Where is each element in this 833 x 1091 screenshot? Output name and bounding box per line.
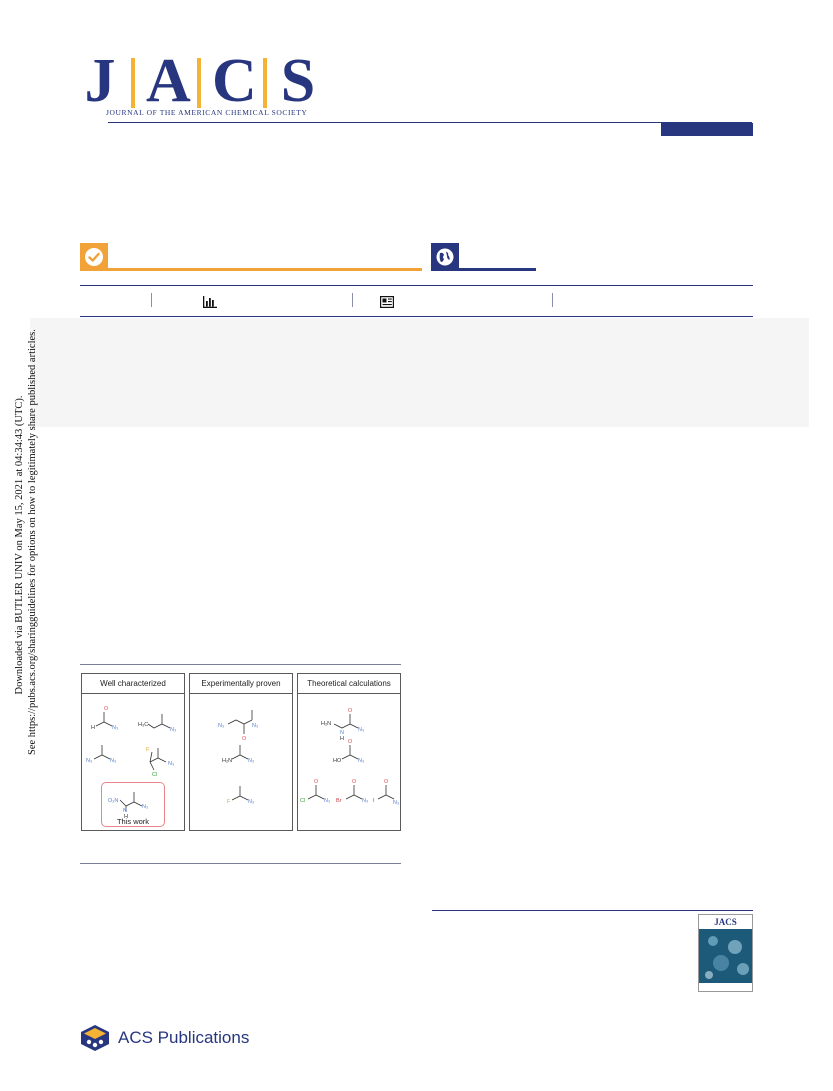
atom-label: N₃ <box>170 727 176 733</box>
atom-label: N₃ <box>324 798 330 804</box>
journal-subtitle: JOURNAL OF THE AMERICAN CHEMICAL SOCIETY <box>106 108 308 117</box>
cover-artwork <box>699 929 752 985</box>
atom-label: N₃ <box>358 758 364 764</box>
logo-divider <box>197 58 201 108</box>
atom-label: N₃ <box>112 725 118 731</box>
metrics-separator <box>151 293 152 307</box>
atom-label: O <box>242 736 247 742</box>
atom-label: N₃ <box>218 723 224 729</box>
cover-title: JACS <box>699 915 752 929</box>
molecule-structures: N₃ N₃ O H₂N N₃ F N₃ <box>218 710 258 805</box>
metrics-bar-bottom-rule <box>80 316 753 317</box>
metrics-separator <box>552 293 553 307</box>
cover-footer <box>699 983 752 991</box>
molecule-structures: O H N₃ H₃C N₃ N₃ N₃ F Cl N₃ O₂N N N₃ H <box>86 706 176 820</box>
logo-divider <box>131 58 135 108</box>
download-notice-line-1: Downloaded via BUTLER UNIV on May 15, 20… <box>14 395 25 695</box>
journal-logo: J A C S JOURNAL OF THE AMERICAN CHEMICAL… <box>80 47 316 120</box>
atom-label: Cl <box>300 798 305 804</box>
atom-label: H₂N <box>222 758 232 764</box>
atom-label: Br <box>336 798 342 804</box>
atom-label: H <box>340 736 344 742</box>
atom-label: N₃ <box>393 800 399 806</box>
metrics-bar-top-rule <box>80 285 753 286</box>
article-type-tab <box>661 123 753 136</box>
logo-letter-j: J <box>84 47 116 115</box>
article-icon[interactable] <box>380 296 394 308</box>
metrics-separator <box>352 293 353 307</box>
figure-panel-title: Well characterized <box>82 674 184 694</box>
atom-label: H₂N <box>321 721 331 727</box>
toc-rule <box>432 910 753 911</box>
figure-panel-title: Experimentally proven <box>190 674 292 694</box>
figure-panel-experimentally-proven: Experimentally proven N₃ N₃ O H₂N N₃ F N… <box>189 673 293 831</box>
atom-label: H <box>91 725 95 731</box>
atom-label: N₃ <box>252 723 258 729</box>
download-notice-line-2: See https://pubs.acs.org/sharingguidelin… <box>27 329 38 755</box>
logo-letter-s: S <box>280 47 316 115</box>
download-notice: Downloaded via BUTLER UNIV on May 15, 20… <box>13 329 39 755</box>
atom-label: N₃ <box>142 804 148 810</box>
figure-top-rule <box>80 664 401 665</box>
logo-letter-c: C <box>212 47 257 115</box>
this-work-caption: This work <box>116 817 150 826</box>
molecule-structures: H₂N N H N₃ HO N₃ Cl N₃ Br N₃ I N₃ O O O … <box>300 708 399 806</box>
atom-label: N₃ <box>248 799 254 805</box>
atom-label: O <box>384 779 389 785</box>
atom-label: N <box>123 808 127 814</box>
journal-cover-thumbnail[interactable]: JACS <box>698 914 753 992</box>
atom-label: N <box>340 730 344 736</box>
logo-divider <box>263 58 267 108</box>
check-circle-icon <box>85 248 103 266</box>
atom-label: O <box>104 706 109 712</box>
open-access-underline <box>459 268 536 271</box>
atom-label: H <box>124 814 128 820</box>
publisher-logo: ACS Publications <box>80 1024 249 1052</box>
header-rule <box>108 122 752 123</box>
atom-label: O <box>314 779 319 785</box>
atom-label: N₃ <box>168 761 174 767</box>
acs-hexagon-icon <box>81 1025 109 1051</box>
atom-label: N₃ <box>358 727 364 733</box>
open-access-badge[interactable] <box>431 243 459 271</box>
cite-badge[interactable] <box>80 243 108 271</box>
atom-label: HO <box>333 758 342 764</box>
atom-label: O₂N <box>108 798 118 804</box>
atom-label: N₃ <box>362 798 368 804</box>
atom-label: H₃C <box>138 722 148 728</box>
atom-label: O <box>348 708 353 714</box>
atom-label: Cl <box>152 772 157 778</box>
publisher-name: ACS Publications <box>118 1028 250 1047</box>
abstract-panel <box>30 318 809 427</box>
atom-label: N₃ <box>110 758 116 764</box>
atom-label: O <box>348 739 353 745</box>
figure-panel-well-characterized: Well characterized O H N₃ H₃C N₃ N₃ N₃ F… <box>81 673 185 831</box>
logo-letter-a: A <box>146 47 191 115</box>
atom-label: F <box>227 799 231 805</box>
atom-label: F <box>146 747 150 753</box>
atom-label: N₃ <box>86 758 92 764</box>
atom-label: N₃ <box>248 758 254 764</box>
atom-label: O <box>352 779 357 785</box>
figure-panel-title: Theoretical calculations <box>298 674 400 694</box>
bar-chart-icon[interactable] <box>203 296 217 308</box>
this-work-highlight: This work <box>101 782 165 827</box>
atom-label: I <box>373 798 375 804</box>
cite-badge-underline <box>108 268 422 271</box>
figure-bottom-rule <box>80 863 401 864</box>
figure-panel-theoretical-calculations: Theoretical calculations H₂N N H N₃ HO N… <box>297 673 401 831</box>
globe-icon <box>436 248 454 266</box>
